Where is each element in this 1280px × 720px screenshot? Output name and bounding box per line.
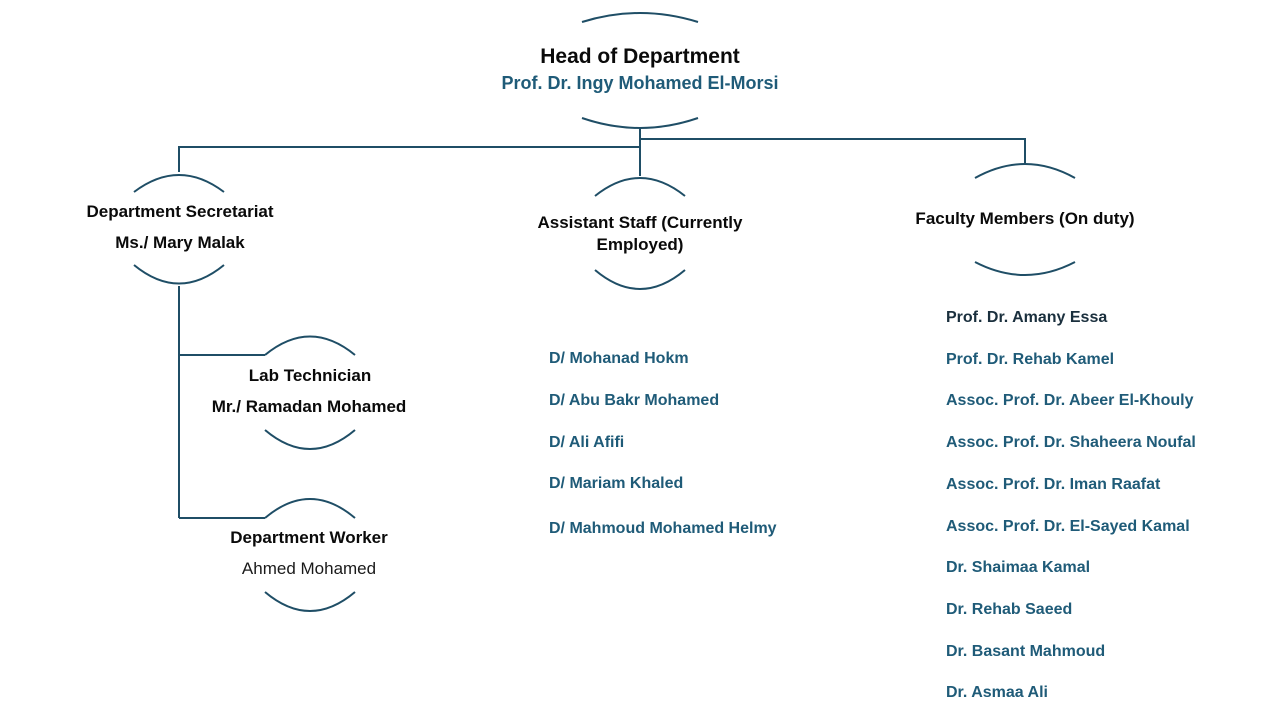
- worker-name: Ahmed Mohamed: [241, 559, 377, 578]
- worker-arc-bottom: [264, 591, 356, 612]
- faculty-member: Assoc. Prof. Dr. Abeer El-Khouly: [946, 392, 1194, 410]
- faculty-member: Prof. Dr. Amany Essa: [946, 309, 1108, 326]
- assistant-title: Assistant Staff (Currently Employed): [537, 213, 743, 254]
- faculty-arc-bottom: [974, 261, 1076, 276]
- faculty-member: Dr. Asmaa Ali: [946, 684, 1048, 702]
- faculty-member: Assoc. Prof. Dr. Shaheera Noufal: [946, 434, 1196, 452]
- secretariat-title: Department Secretariat: [86, 202, 274, 221]
- assistant-member: D/ Abu Bakr Mohamed: [549, 392, 720, 409]
- lab-arc-top: [264, 335, 356, 356]
- head-title: Head of Department: [540, 45, 740, 68]
- secretariat-arc-bottom: [133, 264, 225, 285]
- worker-title: Department Worker: [230, 528, 388, 547]
- secretariat-arc-top: [133, 174, 225, 193]
- worker-arc-top: [264, 498, 356, 519]
- assistant-arc-top: [594, 177, 686, 197]
- secretariat-name: Ms./ Mary Malak: [115, 233, 245, 252]
- faculty-member: Prof. Dr. Rehab Kamel: [946, 350, 1115, 368]
- faculty-member: Dr. Rehab Saeed: [946, 600, 1073, 618]
- faculty-member: Dr. Shaimaa Kamal: [946, 559, 1091, 577]
- head-arc-top: [581, 12, 699, 23]
- faculty-title: Faculty Members (On duty): [915, 209, 1135, 228]
- faculty-member: Assoc. Prof. Dr. Iman Raafat: [946, 475, 1161, 493]
- assistant-member: D/ Ali Afifi: [549, 434, 625, 451]
- lab-name: Mr./ Ramadan Mohamed: [211, 397, 407, 416]
- head-name: Prof. Dr. Ingy Mohamed El-Morsi: [501, 73, 779, 93]
- faculty-member: Assoc. Prof. Dr. El-Sayed Kamal: [946, 517, 1190, 535]
- branch-secretariat: [178, 146, 640, 172]
- assistant-arc-bottom: [594, 269, 686, 290]
- faculty-member: Dr. Basant Mahmoud: [946, 642, 1106, 660]
- assistant-member: D/ Mahmoud Mohamed Helmy: [549, 520, 777, 537]
- assistant-member: D/ Mariam Khaled: [549, 475, 684, 492]
- assistant-member: D/ Mohanad Hokm: [549, 350, 689, 367]
- lab-arc-bottom: [264, 429, 356, 450]
- lab-title: Lab Technician: [248, 366, 372, 385]
- head-arc-bottom: [581, 117, 699, 129]
- branch-faculty: [640, 138, 1026, 165]
- faculty-arc-top: [974, 163, 1076, 179]
